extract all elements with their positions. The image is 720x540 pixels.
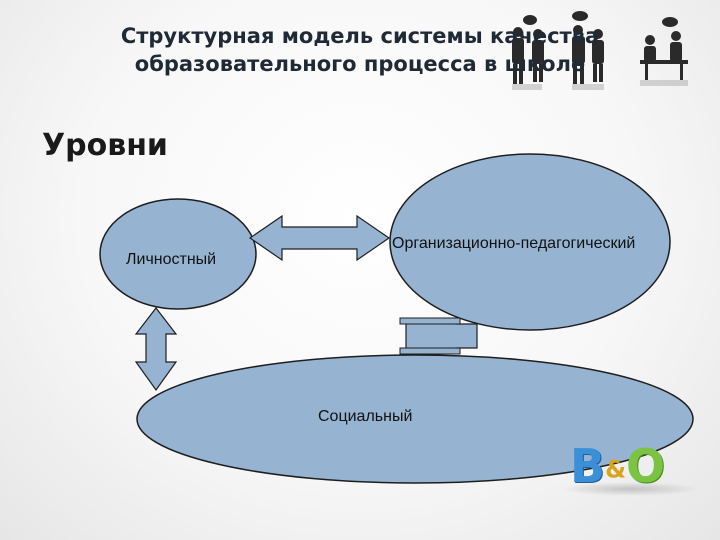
personal-level-ellipse [99, 198, 257, 310]
org-pedagogical-level-ellipse [389, 153, 671, 331]
personal-level-label: Личностный [126, 251, 217, 268]
page-title: Структурная модель системы качества обра… [60, 22, 660, 78]
section-heading: Уровни [42, 128, 168, 163]
arrow-personal-org [248, 214, 391, 262]
logo-ampersand: & [605, 455, 626, 484]
people-illustration [512, 11, 688, 90]
social-level-ellipse [136, 354, 694, 484]
title-line-1: Структурная модель системы качества [120, 24, 600, 48]
connector-org-social [405, 319, 478, 353]
bo-logo: B&O [560, 438, 700, 498]
title-line-2: образовательного процесса в школе [134, 52, 586, 76]
arrow-personal-social [134, 307, 178, 392]
org-pedagogical-level-label: Организационно-педагогический [392, 235, 636, 252]
logo-letter-b: B [570, 439, 606, 493]
logo-letter-o: O [626, 439, 666, 493]
social-level-label: Социальный [318, 408, 413, 425]
